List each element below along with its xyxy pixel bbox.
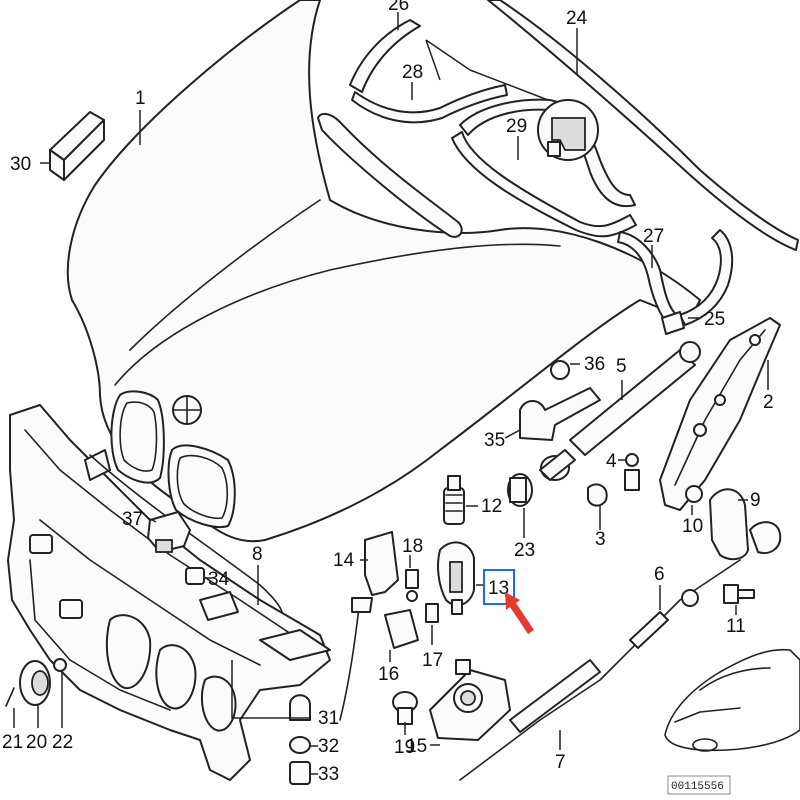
strut-5 [539, 341, 701, 481]
label-11: 11 [726, 616, 746, 637]
label-5: 5 [616, 356, 627, 377]
label-6: 6 [654, 564, 665, 585]
label-10: 10 [682, 516, 703, 537]
label-35: 35 [484, 430, 505, 451]
label-16: 16 [378, 664, 399, 685]
label-7: 7 [555, 752, 566, 773]
bolt-12 [443, 475, 465, 525]
highlight-13: 13 [483, 569, 534, 634]
label-19: 19 [394, 737, 415, 758]
part-31-32-33 [289, 694, 311, 785]
label-20: 20 [26, 732, 47, 753]
label-29: 29 [506, 116, 527, 137]
label-8: 8 [252, 544, 263, 565]
label-33: 33 [318, 764, 339, 785]
part-37 [147, 511, 191, 553]
label-26: 26 [388, 0, 409, 15]
label-30: 30 [10, 154, 31, 175]
label-12: 12 [481, 496, 502, 517]
bolt-11 [723, 584, 755, 604]
label-37: 37 [122, 509, 143, 530]
label-4: 4 [606, 451, 617, 472]
bolt-18 [405, 569, 419, 602]
pad-30 [49, 111, 105, 181]
highlight-box [483, 569, 515, 605]
hood-seals [349, 0, 799, 335]
latch-15 [429, 659, 511, 741]
label-9: 9 [750, 490, 761, 511]
hinge-2 [659, 317, 781, 511]
label-17: 17 [422, 650, 443, 671]
latch-14 [339, 531, 399, 721]
cable-6-7 [459, 559, 741, 781]
cable-8 [89, 454, 283, 613]
label-24: 24 [566, 8, 588, 29]
seal-24 [487, 0, 799, 251]
red-arrow-icon [505, 592, 534, 634]
kidney-grille-left [110, 390, 165, 484]
label-27: 27 [643, 226, 664, 247]
part-16 [384, 609, 419, 649]
label-3: 3 [595, 529, 606, 550]
label-1: 1 [135, 88, 146, 109]
label-15: 15 [406, 736, 427, 757]
emblem-icon [172, 395, 202, 425]
hood [66, 0, 701, 543]
label-25: 25 [704, 309, 725, 330]
bracket-9 [709, 488, 782, 561]
label-18: 18 [402, 536, 423, 557]
part-13 [437, 541, 475, 615]
label-36: 36 [584, 354, 605, 375]
label-34: 34 [208, 569, 230, 590]
bolt-4 [624, 453, 640, 491]
front-panel [7, 404, 331, 781]
callout-labels: 1 2 3 4 5 6 7 8 9 10 11 12 14 15 16 17 1… [2, 0, 774, 785]
label-32: 32 [318, 736, 339, 757]
label-21: 21 [2, 732, 23, 753]
clip-3 [587, 483, 608, 507]
reference-code: 00115556 [671, 781, 724, 793]
seal-26 [349, 19, 421, 93]
label-13: 13 [488, 578, 509, 599]
kidney-grille-right [167, 444, 236, 528]
label-28: 28 [402, 62, 423, 83]
bracket-35-36 [519, 360, 601, 441]
label-2: 2 [763, 392, 774, 413]
seal-28 [351, 84, 508, 124]
part-23 [507, 473, 533, 507]
part-20-21-22 [5, 658, 67, 707]
label-22: 22 [52, 732, 73, 753]
bolt-19 [392, 691, 418, 725]
label-14: 14 [333, 550, 355, 571]
vehicle-thumbnail [664, 648, 800, 752]
part-10 [685, 485, 703, 503]
leader-lines [13, 12, 769, 775]
bolt-17 [425, 603, 439, 623]
part-34 [185, 567, 205, 585]
label-23: 23 [514, 540, 535, 561]
reference-code-box: 00115556 [667, 775, 731, 795]
label-31: 31 [318, 708, 339, 729]
